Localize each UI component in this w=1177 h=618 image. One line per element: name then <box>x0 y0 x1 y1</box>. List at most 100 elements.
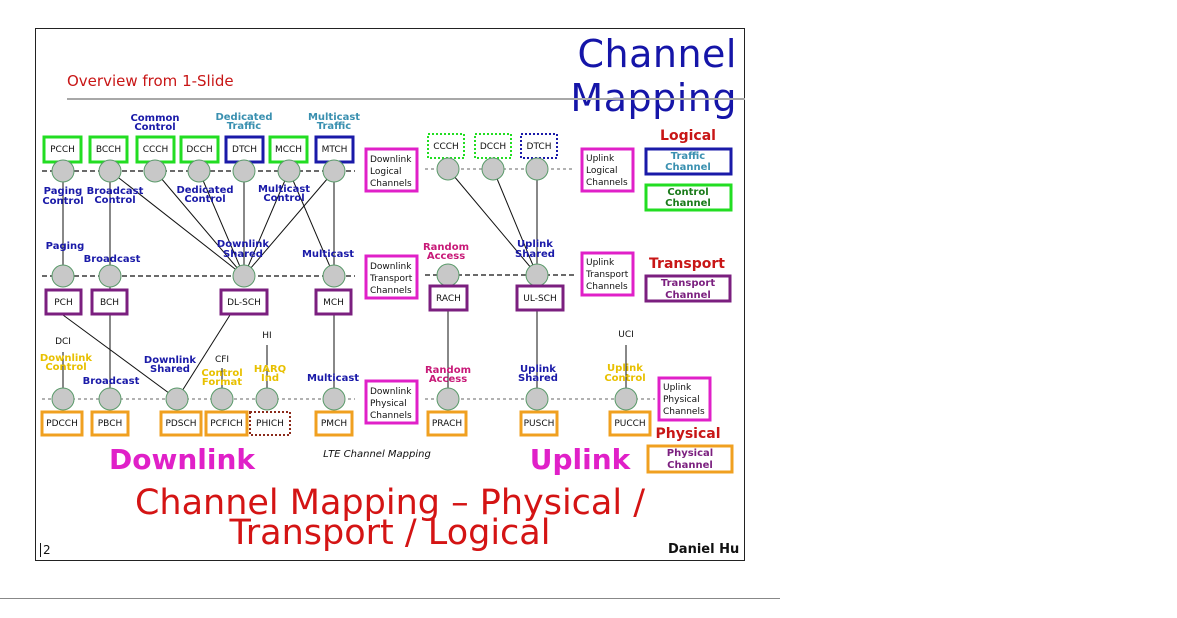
ul-logical-channels: CCCH DCCH DTCH <box>427 133 558 159</box>
dl-logical-bottom-labels: Paging Control Broadcast Control Dedicat… <box>42 184 310 207</box>
ul-connections <box>447 168 627 399</box>
dl-transport-descriptor <box>364 254 419 300</box>
svg-text:Uplink: Uplink <box>586 258 615 268</box>
svg-text:Channels: Channels <box>586 178 628 188</box>
pcfich-label: PCFICH <box>210 419 243 429</box>
slide-subtitle: Overview from 1-Slide <box>67 72 234 90</box>
ul-dcch-node <box>481 157 505 181</box>
dl-logical-nodes <box>51 159 346 183</box>
svg-text:Logical: Logical <box>370 167 402 177</box>
rach-node <box>436 263 460 287</box>
dedicated-control-label-2: Control <box>184 194 225 205</box>
dedicated-control-label-1: Dedicated <box>176 185 233 196</box>
dl-physical-channels: PDCCH PBCH PDSCH PCFICH PHICH PMCH <box>40 410 354 437</box>
phich-box <box>249 411 291 436</box>
title-divider <box>67 98 745 100</box>
pmch-node <box>322 387 346 411</box>
dl-descriptor-boxes: Downlink Logical Channels Downlink Trans… <box>364 147 419 425</box>
ul-logical-descriptor <box>580 147 635 193</box>
svg-text:Logical: Logical <box>586 166 618 176</box>
common-control-label-2: Control <box>134 122 175 133</box>
pbch-node <box>98 387 122 411</box>
bcch-label: BCCH <box>96 145 121 155</box>
ul-transport-descriptor <box>580 251 635 297</box>
svg-text:Channels: Channels <box>370 286 412 296</box>
dl-transport-channels: PCH BCH DL-SCH MCH <box>44 288 353 316</box>
ul-sch-node <box>525 263 549 287</box>
legend: Logical Traffic Channel Control Channel … <box>644 128 734 474</box>
ccch-node <box>143 159 167 183</box>
dl-sch-box <box>219 288 269 316</box>
legend-physical-box <box>646 444 734 474</box>
legend-physical-line2: Channel <box>667 460 713 471</box>
mcch-label: MCCH <box>275 145 302 155</box>
ul-dcch-label: DCCH <box>480 142 506 152</box>
svg-text:Uplink: Uplink <box>586 154 615 164</box>
random-access-label-1: Random <box>423 242 469 253</box>
legend-physical-heading: Physical <box>655 426 720 442</box>
harq-ind-label-1: HARQ <box>254 364 286 375</box>
ul-logical-nodes <box>436 157 549 181</box>
random-access-phys-label-1: Random <box>425 365 471 376</box>
dci-label: DCI <box>55 337 71 347</box>
legend-transport-line1: Transport <box>661 278 715 289</box>
pusch-box <box>519 410 559 437</box>
pmch-label: PMCH <box>321 419 347 429</box>
prach-node <box>436 387 460 411</box>
ul-physical-channels: PRACH PUSCH PUCCH <box>426 410 652 437</box>
broadcast-control-label-1: Broadcast <box>87 186 144 197</box>
downlink-shared-phys-label-2: Shared <box>150 364 190 375</box>
slide-caption-line1: Channel Mapping – Physical / <box>134 483 646 523</box>
svg-text:Transport: Transport <box>585 270 629 280</box>
multicast-physical-label: Multicast <box>307 373 359 384</box>
random-access-phys-label-2: Access <box>429 374 467 385</box>
dl-transport-nodes <box>51 264 346 288</box>
broadcast-transport-label: Broadcast <box>84 254 141 265</box>
legend-transport-box <box>644 274 732 303</box>
uplink-shared-label-2: Shared <box>515 249 555 260</box>
mch-box <box>314 288 353 316</box>
pmch-box <box>314 410 354 437</box>
prach-label: PRACH <box>432 419 462 429</box>
ul-transport-channels: RACH UL-SCH <box>428 284 565 312</box>
pucch-label: PUCCH <box>614 419 645 429</box>
pucch-node <box>614 387 638 411</box>
control-format-label-2: Format <box>202 377 242 388</box>
uplink-section-label: Uplink <box>530 443 632 476</box>
broadcast-physical-label: Broadcast <box>83 376 140 387</box>
ul-ccch-node <box>436 157 460 181</box>
svg-text:Downlink: Downlink <box>370 262 412 272</box>
legend-control-line1: Control <box>667 187 708 198</box>
dcch-node <box>187 159 211 183</box>
ul-ccch-label: CCCH <box>433 142 459 152</box>
downlink-control-label-1: Downlink <box>40 353 93 364</box>
ul-descriptor-boxes: Uplink Logical Channels Uplink Transport… <box>580 147 712 422</box>
paging-control-label-1: Paging <box>44 186 83 197</box>
ul-transport-top-labels: Random Access Uplink Shared <box>423 239 555 262</box>
bch-label: BCH <box>100 298 119 308</box>
author-name: Daniel Hu <box>668 542 740 557</box>
downlink-shared-label-1: Downlink <box>217 239 270 250</box>
phich-label: PHICH <box>256 419 284 429</box>
svg-text:Channels: Channels <box>370 179 412 189</box>
dl-logical-descriptor <box>364 147 419 193</box>
slide-caption: Channel Mapping – Physical / Transport /… <box>80 483 700 551</box>
paging-control-label-2: Control <box>42 196 83 207</box>
legend-traffic-box <box>644 147 733 176</box>
pusch-label: PUSCH <box>524 419 555 429</box>
mch-node <box>322 264 346 288</box>
legend-traffic-line2: Channel <box>665 162 711 173</box>
dl-sch-node <box>232 264 256 288</box>
svg-text:Channels: Channels <box>370 411 412 421</box>
legend-control-line2: Channel <box>665 198 711 209</box>
svg-text:Downlink: Downlink <box>370 387 412 397</box>
downlink-shared-label-2: Shared <box>223 249 263 260</box>
dcch-label: DCCH <box>186 145 212 155</box>
dedicated-traffic-label-2: Traffic <box>227 121 262 132</box>
dl-physical-nodes <box>51 387 346 411</box>
legend-traffic-line1: Traffic <box>671 151 706 162</box>
svg-text:Physical: Physical <box>663 395 700 405</box>
mch-label: MCH <box>323 298 344 308</box>
svg-text:Transport: Transport <box>369 274 413 284</box>
uplink-shared-phys-label-1: Uplink <box>520 364 556 375</box>
